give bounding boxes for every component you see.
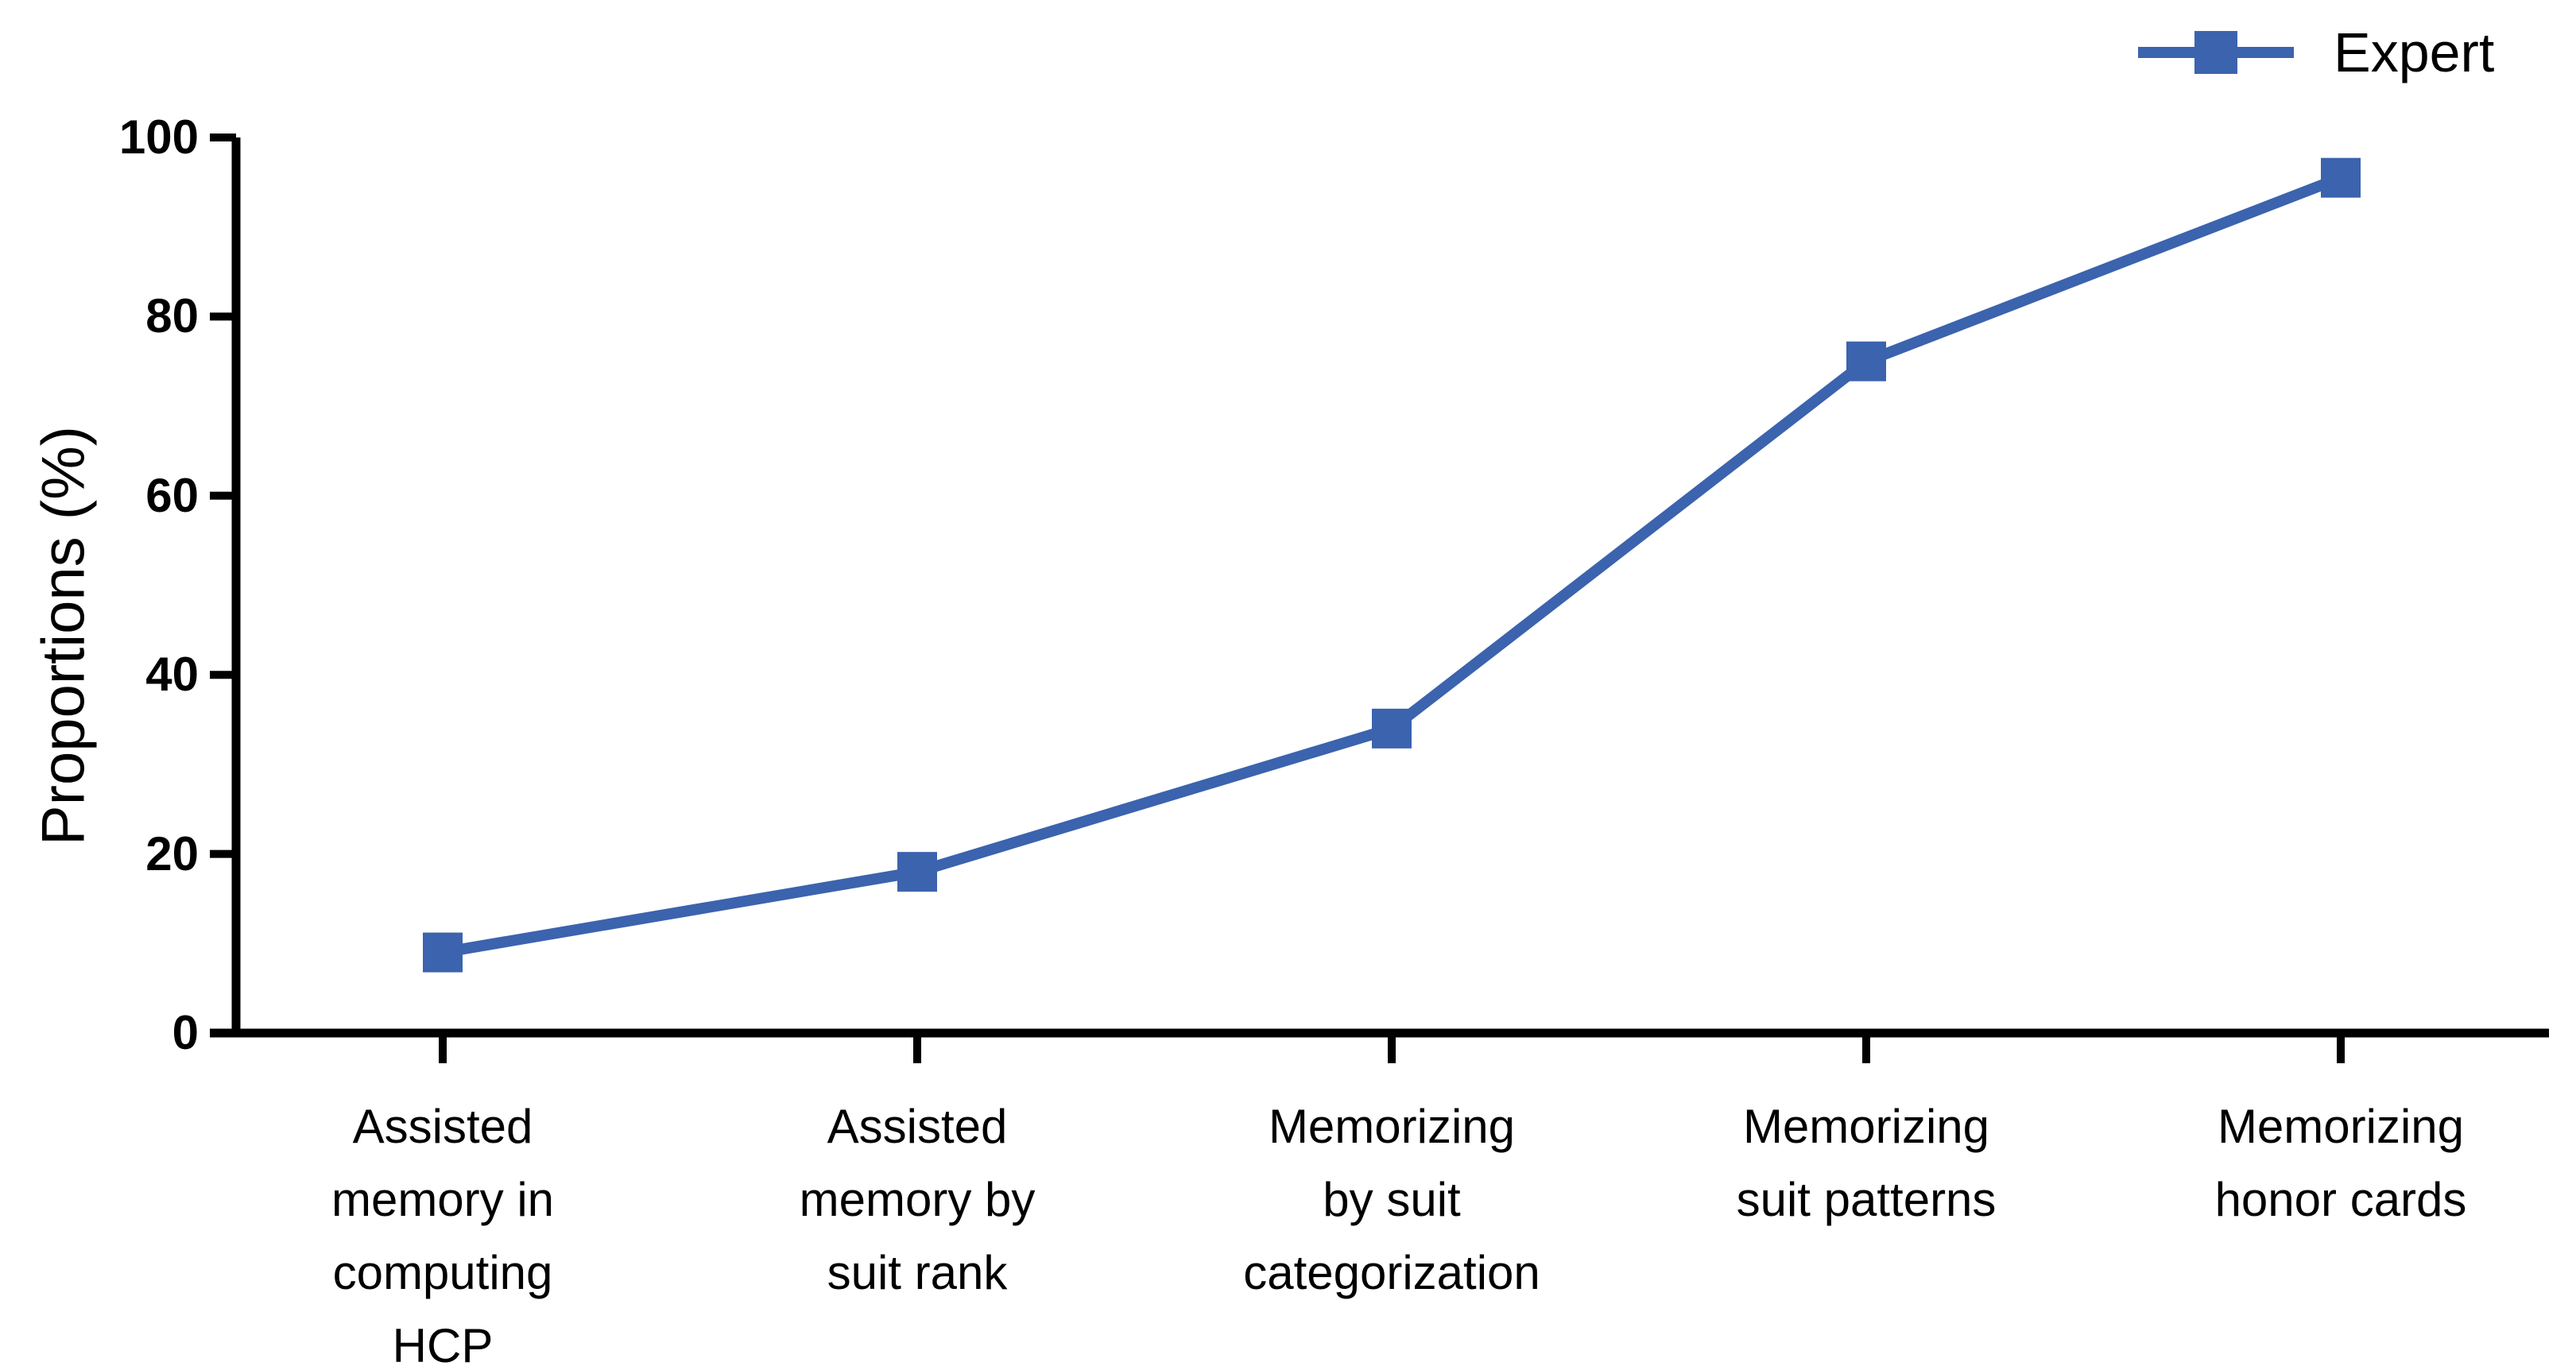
data-point-marker bbox=[1372, 708, 1412, 749]
y-tick-label: 80 bbox=[145, 289, 199, 343]
y-tick-label: 40 bbox=[145, 648, 199, 702]
data-point-marker bbox=[1846, 341, 1886, 381]
legend-square-marker-icon bbox=[2194, 31, 2237, 74]
legend-line-marker-icon bbox=[2138, 31, 2294, 74]
y-tick-label: 20 bbox=[145, 826, 199, 880]
y-tick-label: 0 bbox=[172, 1006, 199, 1059]
legend: Expert bbox=[2138, 6, 2494, 99]
y-tick-label: 60 bbox=[145, 468, 199, 522]
data-point-marker bbox=[423, 932, 463, 973]
x-category-label: Memorizing suit patterns bbox=[1736, 1100, 1997, 1226]
x-category-label: Assisted memory in computing HCP bbox=[331, 1100, 555, 1366]
series-line-expert bbox=[441, 172, 2343, 958]
y-tick-label: 100 bbox=[118, 110, 199, 164]
x-category-label: Assisted memory by suit rank bbox=[799, 1100, 1036, 1299]
x-category-label: Memorizing by suit categorization bbox=[1243, 1100, 1540, 1299]
data-point-marker bbox=[897, 852, 937, 892]
legend-label: Expert bbox=[2334, 21, 2495, 83]
x-category-label: Memorizing honor cards bbox=[2214, 1100, 2467, 1226]
data-point-marker bbox=[2321, 157, 2361, 198]
